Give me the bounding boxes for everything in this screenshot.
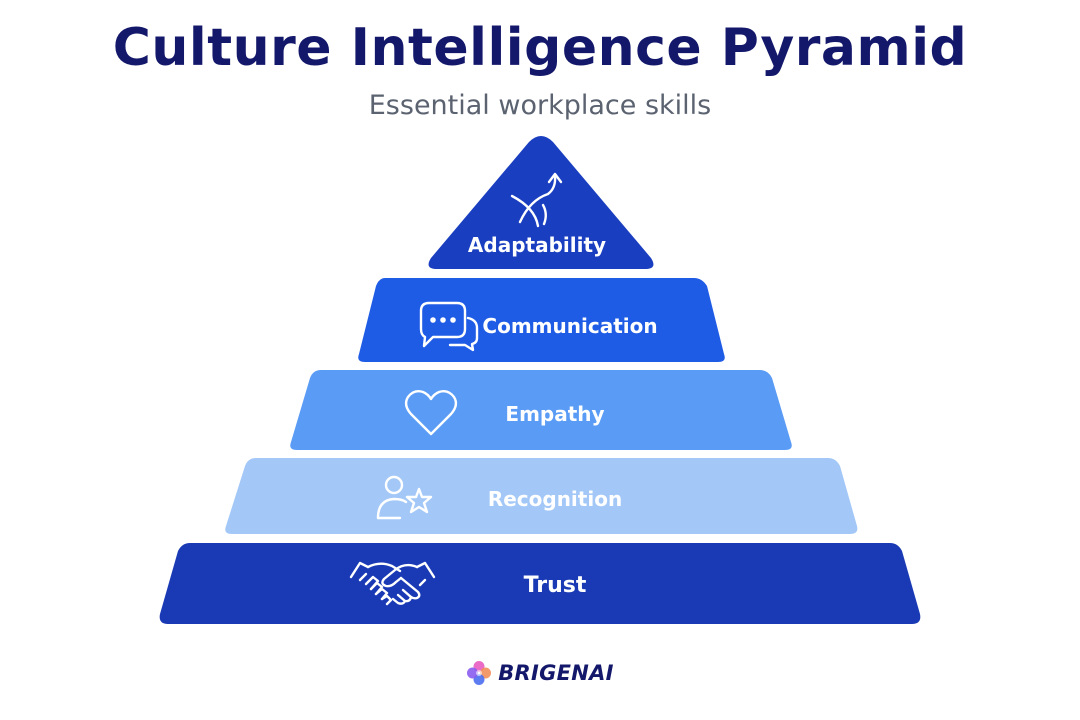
chat-bubbles-icon: [419, 301, 479, 352]
tier-label: Trust: [524, 573, 587, 598]
handshake-icon: [349, 561, 436, 606]
pyramid-tier-empathy: Empathy: [290, 370, 792, 450]
page-subtitle: Essential workplace skills: [368, 90, 712, 121]
tier-shape: [290, 370, 792, 450]
tier-label: Recognition: [488, 487, 622, 511]
brand-name: BRIGENAI: [498, 661, 614, 685]
pyramid-tier-trust: Trust: [159, 543, 921, 624]
tier-shape: [159, 543, 921, 624]
page-title: Culture Intelligence Pyramid: [112, 18, 968, 78]
tier-shape: [225, 458, 858, 534]
tier-shape: [358, 278, 725, 362]
tier-label: Communication: [482, 314, 657, 338]
pyramid-tier-adaptability: Adaptability: [428, 136, 654, 269]
arrows-merge-icon: [510, 172, 563, 228]
flower-logo-icon: [467, 661, 492, 685]
person-star-icon: [376, 475, 433, 520]
pyramid-tier-communication: Communication: [358, 278, 725, 362]
pyramid-tier-recognition: Recognition: [225, 458, 858, 534]
tier-label: Adaptability: [468, 233, 606, 257]
tier-shape: [428, 136, 654, 269]
tier-label: Empathy: [505, 402, 604, 426]
brand-logo-group: BRIGENAI: [0, 660, 1080, 686]
heart-icon: [404, 389, 458, 436]
